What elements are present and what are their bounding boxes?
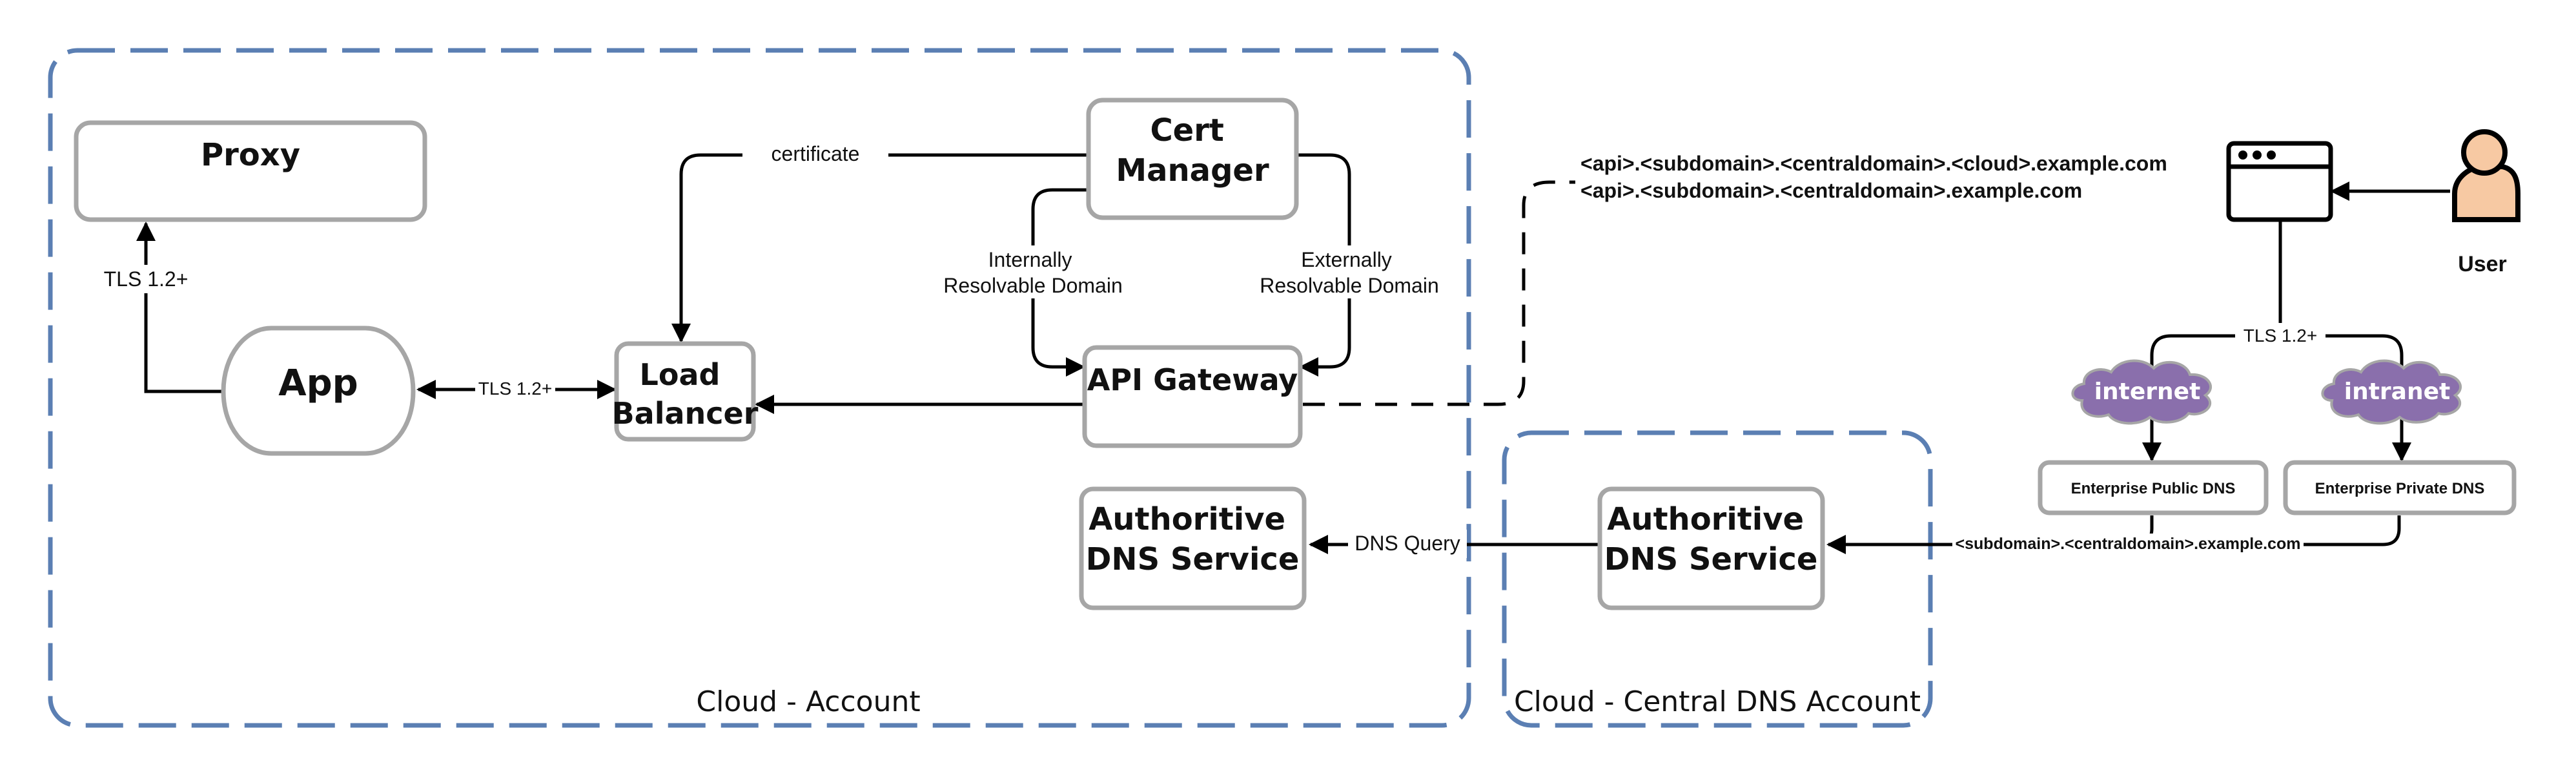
edge-labels: TLS 1.2+ TLS 1.2+ certificate Internally… — [97, 141, 2326, 558]
user-icon: User — [2452, 129, 2520, 276]
api-gateway-node: API Gateway — [1082, 345, 1303, 448]
external-domain-label-line1: Externally — [1301, 248, 1392, 271]
browser-window-icon — [2226, 141, 2333, 222]
subdomain-record-label: <subdomain>.<centraldomain>.example.com — [1956, 535, 2301, 553]
authoritive-dns-central-label-line2: DNS Service — [1604, 541, 1818, 577]
edge-split-internet — [2150, 334, 2280, 367]
load-balancer-label-line2: Balancer — [612, 396, 759, 431]
tls-user-label: TLS 1.2+ — [2244, 326, 2317, 346]
central-dns-account-region: Cloud - Central DNS Account — [1502, 430, 1933, 728]
edge-private-dns-central — [2152, 515, 2401, 546]
authoritive-dns-central-label: Authoritive DNS Service — [1604, 501, 1818, 577]
load-balancer-label: Load Balancer — [612, 357, 759, 431]
certificate-label: certificate — [772, 142, 860, 165]
load-balancer-label-line1: Load — [640, 357, 721, 392]
edge-gateway-domain — [1303, 180, 1575, 406]
load-balancer-node: Load Balancer — [612, 341, 759, 442]
authoritive-dns-central-label-line1: Authoritive — [1607, 501, 1804, 537]
tls-app-lb-label: TLS 1.2+ — [478, 379, 552, 399]
app-label: App — [278, 362, 358, 404]
public-dns-node: Enterprise Public DNS — [2038, 460, 2269, 515]
cloud-account-region: Cloud - Account — [48, 48, 1471, 728]
private-dns-label: Enterprise Private DNS — [2315, 480, 2485, 497]
cloud-account-label: Cloud - Account — [696, 685, 920, 718]
user-label: User — [2458, 252, 2507, 276]
dns-query-label: DNS Query — [1354, 532, 1460, 555]
authoritive-dns-central-node: Authoritive DNS Service — [1597, 486, 1825, 610]
internet-label: internet — [2094, 379, 2201, 405]
cert-manager-node: Cert Manager — [1086, 98, 1299, 220]
cert-manager-label-line1: Cert — [1150, 112, 1223, 149]
api-gateway-label: API Gateway — [1087, 362, 1298, 397]
internal-domain-label-line2: Resolvable Domain — [943, 274, 1122, 297]
authoritive-dns-cloud-node: Authoritive DNS Service — [1079, 486, 1307, 610]
internal-domain-label-line1: Internally — [988, 248, 1072, 271]
authoritive-dns-cloud-label-line1: Authoritive — [1089, 501, 1285, 537]
central-dns-account-label: Cloud - Central DNS Account — [1514, 685, 1921, 718]
api-cloud-domain-label: <api>.<subdomain>.<centraldomain>.<cloud… — [1580, 152, 2167, 175]
proxy-node: Proxy — [74, 120, 427, 222]
private-dns-node: Enterprise Private DNS — [2283, 460, 2517, 515]
external-domain-label-line2: Resolvable Domain — [1260, 274, 1438, 297]
external-domain-label: Externally Resolvable Domain — [1260, 248, 1438, 297]
internet-cloud-icon: internet — [2071, 359, 2212, 425]
cert-manager-label-line2: Manager — [1116, 152, 1269, 189]
edge-app-proxy — [136, 222, 223, 393]
edge-split-intranet — [2280, 334, 2404, 367]
proxy-label: Proxy — [201, 137, 300, 173]
api-domain-label: <api>.<subdomain>.<centraldomain>.exampl… — [1580, 179, 2082, 202]
tls-proxy-label: TLS 1.2+ — [104, 267, 189, 291]
intranet-cloud-icon: intranet — [2321, 359, 2462, 425]
intranet-label: intranet — [2344, 379, 2450, 405]
authoritive-dns-cloud-label: Authoritive DNS Service — [1086, 501, 1300, 577]
cert-manager-label: Cert Manager — [1116, 112, 1269, 189]
edge-cert-loadbalancer — [671, 153, 1087, 343]
public-dns-label: Enterprise Public DNS — [2071, 480, 2236, 497]
authoritive-dns-cloud-label-line2: DNS Service — [1086, 541, 1300, 577]
app-node: App — [221, 326, 416, 456]
internal-domain-label: Internally Resolvable Domain — [943, 248, 1122, 297]
